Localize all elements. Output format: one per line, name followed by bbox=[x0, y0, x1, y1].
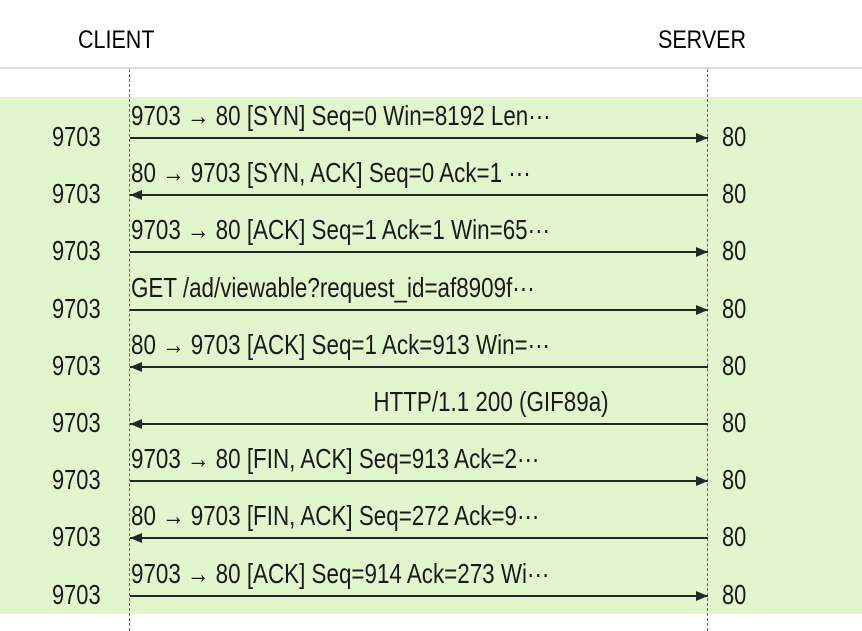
client-port: 9703 bbox=[52, 235, 101, 267]
flow-label[interactable]: 9703 → 80 [ACK] Seq=914 Ack=273 Wi··· bbox=[131, 557, 550, 589]
server-port: 80 bbox=[722, 521, 747, 553]
header-divider bbox=[0, 67, 862, 69]
flow-row[interactable]: 9703 9703 → 80 [ACK] Seq=1 Ack=1 Win=65·… bbox=[0, 214, 862, 280]
client-port: 9703 bbox=[52, 464, 101, 496]
flow-label[interactable]: 9703 → 80 [SYN] Seq=0 Win=8192 Len··· bbox=[131, 100, 551, 131]
client-column-header: CLIENT bbox=[78, 26, 155, 54]
arrow-to-server bbox=[130, 304, 708, 315]
flow-row[interactable]: 9703 9703 → 80 [SYN] Seq=0 Win=8192 Len·… bbox=[0, 100, 862, 166]
server-column-header: SERVER bbox=[658, 26, 747, 54]
server-port: 80 bbox=[722, 578, 747, 610]
client-port: 9703 bbox=[52, 292, 101, 324]
client-lifeline bbox=[129, 69, 130, 631]
arrowhead-left-icon bbox=[130, 533, 142, 544]
client-port: 9703 bbox=[52, 521, 101, 553]
server-port: 80 bbox=[722, 121, 747, 152]
arrow-to-server bbox=[130, 133, 708, 143]
flow-label[interactable]: 80 → 9703 [ACK] Seq=1 Ack=913 Win=··· bbox=[131, 328, 550, 360]
arrow-to-client bbox=[130, 361, 708, 372]
arrowhead-right-icon bbox=[696, 304, 708, 315]
arrow-to-client bbox=[130, 419, 708, 429]
client-port: 9703 bbox=[52, 178, 101, 210]
arrowhead-right-icon bbox=[696, 476, 708, 487]
flow-label[interactable]: 80 → 9703 [FIN, ACK] Seq=272 Ack=9··· bbox=[131, 500, 540, 532]
arrow-to-server bbox=[130, 476, 708, 487]
flow-row[interactable]: 9703 80 → 9703 [FIN, ACK] Seq=272 Ack=9·… bbox=[0, 500, 862, 566]
server-port: 80 bbox=[722, 292, 747, 324]
server-port: 80 bbox=[722, 349, 747, 381]
arrowhead-left-icon bbox=[130, 419, 142, 429]
client-port: 9703 bbox=[52, 121, 101, 152]
selected-flow-highlight bbox=[0, 97, 862, 614]
server-port: 80 bbox=[722, 235, 747, 267]
arrowhead-left-icon bbox=[130, 190, 142, 201]
server-port: 80 bbox=[722, 178, 747, 210]
flow-row[interactable]: 9703 9703 → 80 [FIN, ACK] Seq=913 Ack=2·… bbox=[0, 443, 862, 509]
flow-row[interactable]: 9703 GET /ad/viewable?request_id=af8909f… bbox=[0, 272, 862, 338]
flow-label[interactable]: GET /ad/viewable?request_id=af8909f··· bbox=[131, 271, 535, 303]
flow-label[interactable]: 80 → 9703 [SYN, ACK] Seq=0 Ack=1 ··· bbox=[131, 157, 531, 189]
arrowhead-right-icon bbox=[696, 247, 708, 258]
client-port: 9703 bbox=[52, 578, 101, 610]
flow-row[interactable]: 9703 9703 → 80 [ACK] Seq=914 Ack=273 Wi·… bbox=[0, 558, 862, 624]
arrow-to-server bbox=[130, 247, 708, 258]
arrowhead-left-icon bbox=[130, 361, 142, 372]
arrowhead-right-icon bbox=[696, 590, 708, 601]
server-port: 80 bbox=[722, 407, 747, 438]
flow-row[interactable]: 9703 80 → 9703 [ACK] Seq=1 Ack=913 Win=·… bbox=[0, 329, 862, 395]
server-lifeline bbox=[707, 69, 708, 631]
flow-label[interactable]: 9703 → 80 [ACK] Seq=1 Ack=1 Win=65··· bbox=[131, 214, 550, 246]
flow-label[interactable]: 9703 → 80 [FIN, ACK] Seq=913 Ack=2··· bbox=[131, 443, 540, 475]
arrow-to-client bbox=[130, 533, 708, 544]
flow-label[interactable]: HTTP/1.1 200 (GIF89a) bbox=[373, 386, 609, 417]
arrow-to-server bbox=[130, 590, 708, 601]
flow-row[interactable]: 9703 HTTP/1.1 200 (GIF89a) 80 bbox=[0, 386, 862, 452]
client-port: 9703 bbox=[52, 407, 101, 438]
client-port: 9703 bbox=[52, 349, 101, 381]
arrowhead-right-icon bbox=[696, 133, 708, 143]
flow-row[interactable]: 9703 80 → 9703 [SYN, ACK] Seq=0 Ack=1 ··… bbox=[0, 157, 862, 223]
server-port: 80 bbox=[722, 464, 747, 496]
arrow-to-client bbox=[130, 190, 708, 201]
